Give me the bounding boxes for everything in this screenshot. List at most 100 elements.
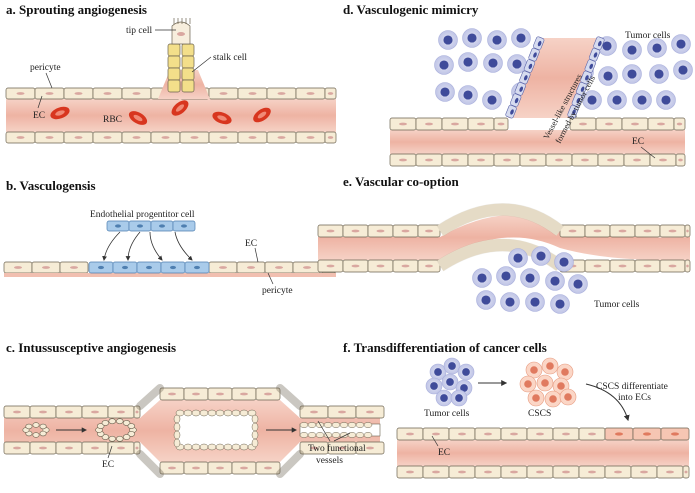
pillar-cell [191,409,201,417]
endothelial-cell-nucleus [579,122,587,126]
tumor-cell-f-nucleus [460,384,468,392]
pillar-cell [215,409,225,417]
progenitor-cell-nucleus [146,265,152,270]
endothelial-cell-nucleus [477,122,485,126]
panel-f-title: f. Transdifferentiation of cancer cells [343,340,547,355]
mimicry-tumor-nucleus [523,75,528,81]
tumor-cell-nucleus [477,273,487,283]
endothelial-cell-nucleus [264,392,272,396]
septum-cell [331,432,341,438]
endothelial-cell-nucleus [192,392,200,396]
tumor-cell-nucleus [512,59,522,69]
endothelial-cell-nucleus [65,410,73,414]
endothelial-cell-nucleus [264,466,272,470]
tumor-cell-nucleus [676,39,686,49]
endothelial-cell-nucleus [338,446,346,450]
endothelial-cell-nucleus [132,92,141,95]
ec-label-a: EC [33,111,45,121]
two-functional-leader-1 [317,420,331,442]
tumor-cell-nucleus [439,60,449,70]
pillar-cell [116,418,124,425]
endothelial-cell-nucleus [593,229,602,233]
endothelial-cell-nucleus [65,446,73,450]
ec-label-c: EC [102,460,114,470]
endothelial-cell-nucleus [406,470,414,474]
endothelial-cell-nucleus [366,446,374,450]
vessel-lumen [397,440,689,466]
tumor-cell-f-nucleus [446,378,454,386]
cscs-cell-nucleus [524,380,532,388]
septum-cell [323,422,333,428]
pillar-cell [39,423,47,430]
tumor-cell-f-nucleus [448,362,456,370]
endothelial-cell-nucleus [168,466,176,470]
pillar-cell [239,443,249,451]
septum-cell [315,432,325,438]
panel-c-title: c. Intussusceptive angiogenesis [6,340,176,355]
pillar-cell [231,443,241,451]
endothelial-cell-nucleus [168,392,176,396]
pillar-cell [116,435,124,442]
endothelial-cell-nucleus [132,136,141,139]
endothelial-cell-nucleus [248,92,257,95]
stalk-cell [167,67,181,81]
stalk-cell [181,43,195,57]
cscs-cell-nucleus [564,393,572,401]
pillar-cell [247,409,257,417]
septum-cell [299,422,309,428]
vessel-f [396,427,690,479]
progenitor-label: Endothelial progentitor cell [90,210,195,220]
endothelial-cell-nucleus [643,229,652,233]
pillar-cell [251,422,259,432]
tumor-cell-nucleus [627,45,637,55]
endothelial-cell-nucleus [219,92,228,95]
red-blood-cell-center [55,110,65,116]
pillar-cell [173,422,181,432]
stalk-cell [181,67,195,81]
progenitor-cell-nucleus [194,265,200,270]
cscs-differentiate-label-1: CSCS differentiate [596,381,668,392]
pillar-cell [32,432,40,438]
stalk-cell-leader [191,56,212,73]
red-blood-cell-center [133,114,143,122]
tumor-cell-nucleus [516,33,526,43]
progenitor-cell-nucleus [115,224,121,228]
tumor-cell-nucleus [627,69,637,79]
tumor-cell-f-nucleus [455,394,463,402]
panel-b: b. Vasculogensis Endothelial progentitor… [3,178,337,296]
vessel-like-structure [505,36,605,119]
arrow-cscs-to-ec [585,383,630,422]
panel-c: c. Intussusceptive angiogenesis EC Two f… [3,340,385,478]
tumor-cluster-d [434,28,693,110]
pillar-cell [173,430,181,440]
pillar-cell [239,409,249,417]
tumor-cell-nucleus [612,95,622,105]
tumor-cell-f-nucleus [440,394,448,402]
ec-leader-b [254,247,259,263]
endothelial-cell-nucleus [432,470,440,474]
tumor-cell-nucleus [536,251,546,261]
endothelial-cell-nucleus [633,158,641,162]
endothelial-cell-nucleus [326,229,335,233]
cell-clusters-f [425,357,577,408]
progenitor-cell-nucleus [159,224,165,228]
septum-cell [307,422,317,428]
endothelial-cell-nucleus [686,264,689,268]
endothelial-cell-nucleus [657,122,665,126]
progenitor-arrow [125,231,141,261]
endothelial-cell-nucleus [497,122,505,126]
endothelial-cell-nucleus [399,122,407,126]
endothelial-cell-nucleus [458,432,466,436]
stalk-cell [167,55,181,69]
cscs-label: CSCS [528,409,551,419]
endothelial-cell-nucleus [219,136,228,139]
endothelial-cell-nucleus [451,158,459,162]
pillar-core [175,411,257,449]
endothelial-cell-nucleus [74,92,83,95]
panel-f: f. Transdifferentiation of cancer cells … [343,340,690,479]
tumor-cell-nucleus [501,271,511,281]
endothelial-cell-nucleus [684,470,688,474]
ec-leader-a [37,95,43,109]
cscs-cell-nucleus [532,394,540,402]
pericyte-label-b: pericyte [262,286,293,296]
